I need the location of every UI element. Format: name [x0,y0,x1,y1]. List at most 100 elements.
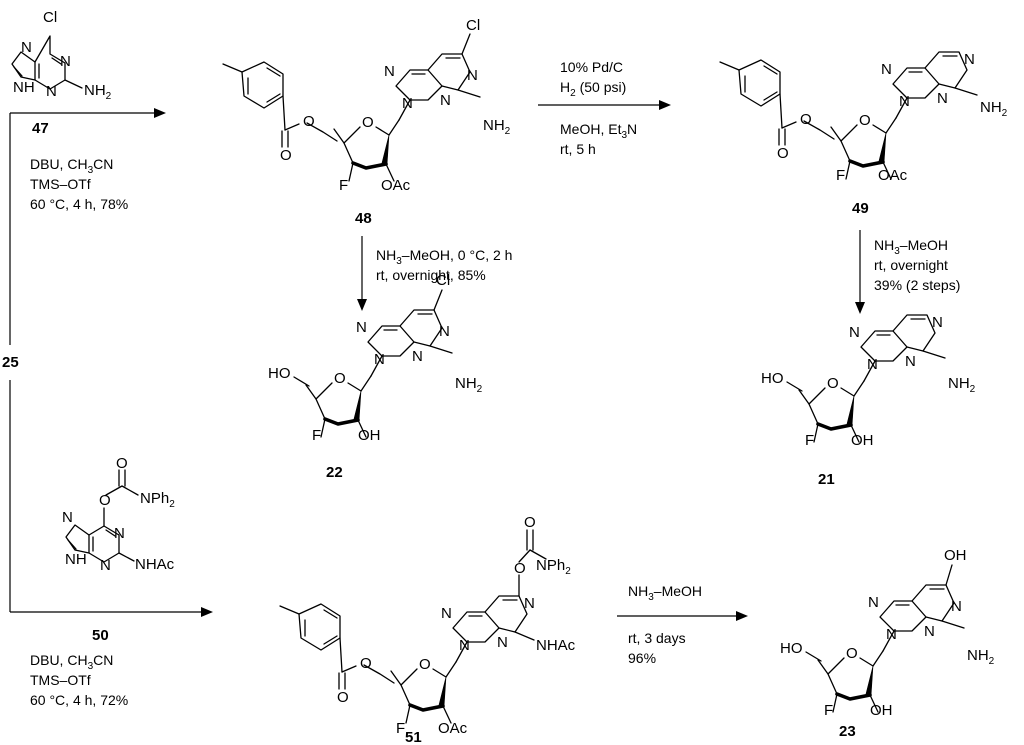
svg-text:HO: HO [761,370,784,387]
compound-48: Cl N N N N NH2 O O O F OAc 48 [222,17,511,227]
svg-text:N: N [374,351,385,368]
svg-text:N: N [62,509,73,526]
svg-text:OH: OH [851,432,874,449]
svg-text:OH: OH [358,427,381,444]
svg-text:F: F [339,177,348,194]
svg-text:NPh2: NPh2 [536,557,571,577]
svg-text:O: O [303,113,315,130]
svg-text:TMS–OTf: TMS–OTf [30,176,91,192]
svg-text:F: F [824,702,833,719]
svg-text:NH2: NH2 [483,117,511,137]
svg-text:NPh2: NPh2 [140,490,175,510]
label-21: 21 [818,471,835,488]
svg-text:N: N [497,634,508,651]
svg-text:N: N [924,623,935,640]
label-51: 51 [405,729,422,745]
svg-text:N: N [384,63,395,80]
svg-text:O: O [524,514,536,531]
arrow-48-49: 10% Pd/C H2 (50 psi) MeOH, Et3N rt, 5 h [538,59,671,157]
svg-text:N: N [356,319,367,336]
svg-text:O: O [116,455,128,472]
svg-text:OAc: OAc [438,720,468,737]
svg-text:N: N [899,93,910,110]
conditions-step-50-51: DBU, CH3CN TMS–OTf 60 °C, 4 h, 72% [30,652,128,708]
compound-22: Cl N N N N NH2 O HO F OH 22 [268,272,483,481]
svg-text:TMS–OTf: TMS–OTf [30,672,91,688]
svg-text:N: N [932,314,943,331]
svg-text:O: O [334,370,346,387]
svg-text:HO: HO [268,365,291,382]
svg-text:N: N [412,348,423,365]
svg-text:NH3–MeOH: NH3–MeOH [628,583,702,603]
svg-text:OAc: OAc [878,167,908,184]
svg-text:O: O [827,375,839,392]
svg-text:O: O [337,689,349,706]
label-22: 22 [326,464,343,481]
conditions-step-47-48: DBU, CH3CN TMS–OTf 60 °C, 4 h, 78% [30,156,128,212]
svg-text:96%: 96% [628,650,656,666]
svg-text:NHAc: NHAc [536,637,576,654]
svg-text:F: F [805,432,814,449]
svg-text:N: N [100,557,111,574]
svg-text:O: O [846,645,858,662]
svg-text:O: O [859,112,871,129]
label-25: 25 [2,354,19,371]
svg-text:F: F [312,427,321,444]
svg-text:NH: NH [13,79,35,96]
svg-text:NH2: NH2 [980,99,1008,119]
svg-text:NH: NH [65,551,87,568]
svg-text:N: N [60,53,71,70]
arrow-48-22: NH3–MeOH, 0 °C, 2 h rt, overnight, 85% [357,236,512,311]
svg-text:N: N [467,67,478,84]
label-23: 23 [839,723,856,740]
svg-text:N: N [114,525,125,542]
svg-text:MeOH, Et3N: MeOH, Et3N [560,121,637,141]
svg-text:NH2: NH2 [967,647,995,667]
svg-text:OAc: OAc [381,177,411,194]
svg-text:N: N [951,598,962,615]
svg-text:NH2: NH2 [84,82,112,102]
svg-text:N: N [402,95,413,112]
svg-text:N: N [881,61,892,78]
compound-21: N N N N NH2 O HO F OH 21 [761,314,976,488]
label-50: 50 [92,627,109,644]
compound-23: OH N N N N NH2 O HO F OH 23 [780,547,995,740]
svg-text:NH3–MeOH, 0 °C, 2 h: NH3–MeOH, 0 °C, 2 h [376,247,512,267]
svg-text:rt, 3 days: rt, 3 days [628,630,686,646]
svg-text:NH2: NH2 [455,375,483,395]
svg-text:N: N [439,323,450,340]
svg-text:N: N [21,39,32,56]
svg-text:N: N [867,356,878,373]
svg-text:N: N [937,90,948,107]
svg-text:N: N [964,51,975,68]
label-49: 49 [852,200,869,217]
svg-text:NH3–MeOH: NH3–MeOH [874,237,948,257]
label-48: 48 [355,210,372,227]
compound-47: Cl N N NH N NH2 47 [11,9,112,137]
svg-text:HO: HO [780,640,803,657]
svg-text:O: O [360,655,372,672]
svg-text:rt, overnight, 85%: rt, overnight, 85% [376,267,486,283]
svg-text:F: F [396,720,405,737]
arrow-51-23: NH3–MeOH rt, 3 days 96% [617,583,748,666]
svg-text:N: N [868,594,879,611]
svg-text:OH: OH [944,547,967,564]
svg-text:NHAc: NHAc [135,556,175,573]
svg-text:rt, 5 h: rt, 5 h [560,141,596,157]
svg-text:O: O [514,560,526,577]
compound-51: O O NPh2 N N N N NHAc O O O F OAc 51 [279,514,576,745]
svg-text:N: N [441,605,452,622]
svg-text:N: N [849,324,860,341]
svg-text:Cl: Cl [43,9,57,26]
svg-text:N: N [459,637,470,654]
svg-text:rt, overnight: rt, overnight [874,257,948,273]
svg-text:NH2: NH2 [948,375,976,395]
svg-text:60 °C, 4 h, 72%: 60 °C, 4 h, 72% [30,692,128,708]
svg-text:Cl: Cl [436,272,450,289]
svg-text:O: O [280,147,292,164]
svg-text:F: F [836,167,845,184]
svg-text:N: N [440,92,451,109]
compound-49: N N N N NH2 O O O F OAc 49 [719,51,1008,217]
svg-text:O: O [362,114,374,131]
